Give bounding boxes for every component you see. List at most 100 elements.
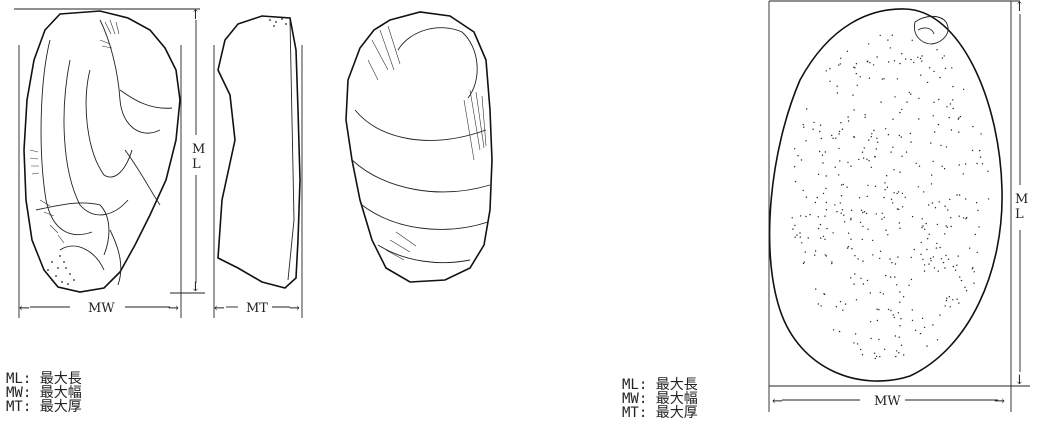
stipple-dot (875, 213, 877, 215)
stipple-dot (872, 239, 874, 242)
stipple-dot (836, 92, 839, 94)
stipple-dot (885, 128, 887, 130)
stipple-dot (974, 233, 976, 236)
stipple-dot (908, 91, 910, 94)
stipple-dot (899, 111, 901, 114)
stipple-dot (822, 192, 825, 195)
stipple-dot (858, 158, 860, 161)
stipple-dot (858, 197, 861, 199)
stipple-dot (923, 191, 925, 193)
stipple-dot (928, 67, 931, 69)
stipple-dot (832, 232, 834, 234)
stipple-dot (817, 227, 820, 230)
stipple-dot (842, 309, 844, 311)
stipple-dot (862, 283, 865, 285)
stipple-dot (892, 202, 894, 204)
stipple-dot (945, 225, 947, 227)
stipple-dot (945, 299, 948, 302)
stipple-dot (944, 67, 947, 70)
stipple-dot (839, 301, 842, 303)
stipple-dot (854, 333, 857, 335)
stipple-dot (944, 267, 946, 269)
pebble-stipple (791, 34, 990, 360)
ml-label-m: M (192, 142, 205, 157)
stipple-dot (936, 242, 938, 245)
stipple-dot (938, 98, 940, 101)
stipple-dot (936, 223, 939, 226)
stipple-dot (862, 157, 865, 159)
stipple-dot (824, 151, 826, 153)
stipple-dot (861, 238, 863, 241)
stipple-dot (874, 185, 877, 187)
stipple-dot (847, 116, 849, 118)
stipple-dot (932, 256, 935, 258)
stipple-dot (817, 216, 819, 218)
stipple-dot (891, 34, 893, 36)
stipple-dot (869, 62, 871, 64)
stipple-dot (831, 261, 833, 263)
stipple-dot (931, 174, 933, 176)
stipple-dot (850, 238, 852, 240)
stipple-dot (915, 162, 917, 165)
stipple-dot (946, 226, 949, 228)
stipple-dot (829, 68, 831, 70)
stipple-dot (918, 97, 920, 100)
stipple-dot (866, 279, 869, 282)
stipple-dot (865, 212, 868, 215)
stipple-dot (856, 84, 858, 87)
stipple-dot (928, 233, 930, 235)
stipple-dot (862, 211, 864, 214)
stipple-dot (898, 134, 900, 137)
stipple-dot (896, 78, 899, 80)
stipple-dot (838, 174, 840, 176)
stipple-dot (926, 248, 928, 251)
stipple-dot (893, 316, 895, 319)
stipple-dot (972, 125, 974, 128)
flake-back-outline (345, 11, 493, 283)
stipple-dot (855, 63, 858, 65)
stipple-dot (930, 260, 932, 262)
stipple-dot (885, 274, 887, 277)
stipple-dot (923, 270, 926, 272)
stipple-dot (791, 217, 793, 219)
legend-right-mw: MW: 最大幅 (622, 391, 698, 407)
mw-dimension-left: ← → MW (18, 45, 182, 318)
stipple-dot (880, 101, 882, 103)
stipple-dot (875, 355, 878, 358)
stipple-dot (921, 218, 923, 220)
stipple-dot (864, 116, 866, 119)
stipple-dot (820, 237, 822, 239)
stipple-dot (896, 192, 898, 195)
stipple-dot (819, 223, 822, 226)
stipple-dot (867, 184, 869, 187)
stipple-dot (883, 78, 885, 80)
stipple-dot (900, 318, 902, 320)
stipple-dot (952, 85, 954, 88)
stipple-dot (956, 264, 958, 266)
stipple-dot (887, 234, 889, 236)
stipple-dot (944, 233, 946, 235)
stipple-dot (950, 225, 952, 228)
stipple-dot (804, 251, 806, 253)
stipple-dot (889, 258, 891, 260)
stipple-dot (873, 129, 875, 132)
stipple-dot (861, 354, 864, 356)
stipple-dot (881, 218, 883, 220)
stipple-dot (797, 155, 799, 157)
ml-up-arrow-right: ↑ (1014, 0, 1025, 15)
stipple-dot (818, 150, 821, 153)
flake-front-view (23, 10, 181, 293)
stipple-dot (930, 183, 933, 185)
stipple-dot (870, 337, 872, 340)
stipple-dot (906, 101, 908, 103)
stipple-dot (960, 279, 963, 282)
stipple-dot (817, 173, 820, 176)
stipple-dot (892, 314, 894, 316)
stipple-dot (841, 209, 844, 211)
stipple-dot (894, 263, 897, 265)
stipple-dot (871, 133, 873, 135)
stipple-dot (917, 56, 919, 58)
stipple-dot (832, 329, 835, 331)
stipple-dot (944, 205, 946, 207)
stipple-dot (941, 165, 943, 167)
